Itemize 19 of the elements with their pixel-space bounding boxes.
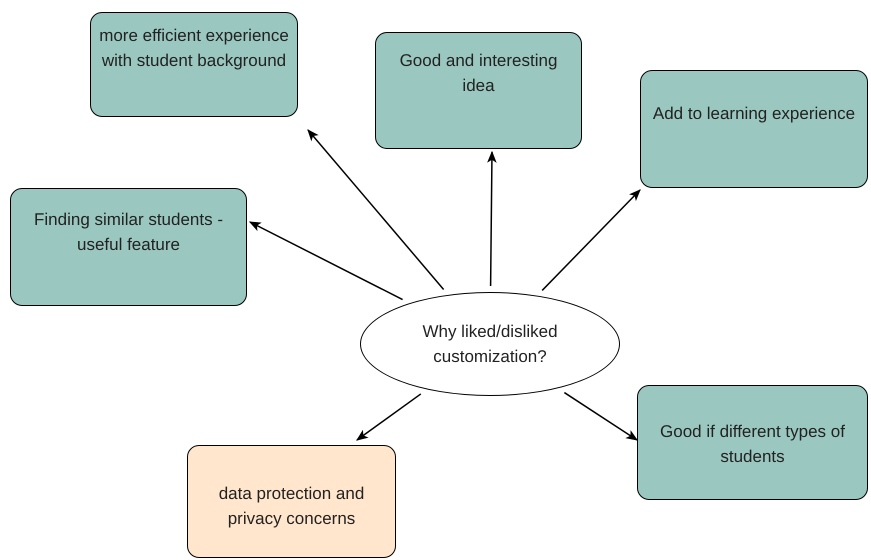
idea-box — [375, 32, 582, 149]
arrow — [564, 392, 638, 441]
node-text: Finding similar students - useful feature — [33, 209, 224, 256]
arrow — [487, 150, 497, 286]
arrow — [307, 129, 444, 290]
idea-box — [187, 445, 396, 558]
idea-box — [640, 70, 868, 188]
node-text: Why liked/disliked customization? — [421, 321, 559, 368]
arrow — [356, 393, 422, 441]
node-text: more efficient experience with student background — [99, 25, 289, 72]
arrow — [248, 221, 403, 300]
arrow — [542, 189, 641, 291]
node-text: Good and interesting idea — [398, 50, 558, 97]
idea-box — [90, 12, 298, 117]
idea-box — [637, 385, 868, 500]
node-text: Good if different types of students — [659, 421, 846, 468]
node-text: data protection and privacy concerns — [218, 483, 366, 530]
node-text: Add to learning experience — [652, 103, 856, 125]
idea-box — [10, 188, 247, 306]
